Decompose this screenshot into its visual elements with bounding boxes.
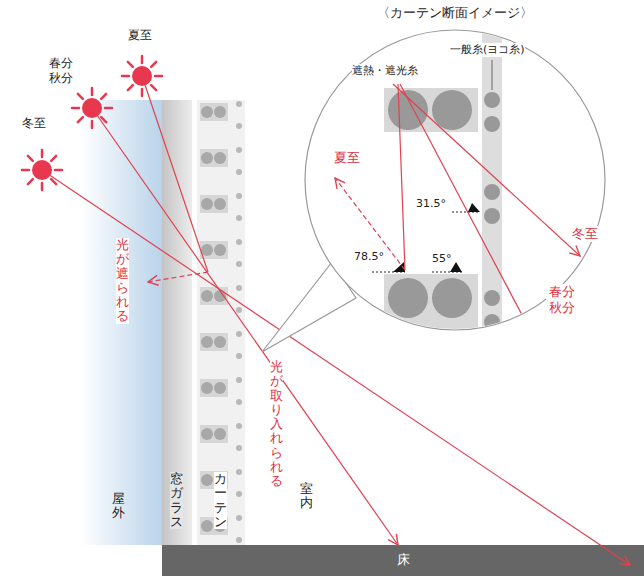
label: 春分 秋分 [46, 56, 76, 86]
reflected-ray [148, 272, 208, 282]
shade-thread [201, 428, 213, 440]
normal-thread [236, 147, 242, 153]
thread-block [384, 274, 478, 344]
normal-thread [236, 537, 242, 543]
normal-thread [236, 307, 242, 313]
normal-thread [236, 353, 242, 359]
thread-block [200, 425, 228, 443]
node-text: 〈カーテン断面イメージ〉 [377, 5, 533, 21]
outdoor-band: 屋外 [0, 100, 162, 545]
normal-thread [236, 285, 242, 291]
label: 78.5° [354, 250, 384, 264]
outdoor-ground [0, 100, 162, 545]
thread-block [200, 241, 228, 259]
curtain-threads [200, 101, 242, 543]
normal-threads [484, 92, 500, 330]
normal-thread [236, 331, 242, 337]
normal-thread [236, 377, 242, 383]
shade-thread [214, 152, 226, 164]
floor-bar: 床 [162, 545, 644, 576]
normal-thread [236, 491, 242, 497]
shade-thread [214, 106, 226, 118]
shade-thread [214, 244, 226, 256]
thread-block [200, 195, 228, 213]
thread-block [200, 149, 228, 167]
normal-thread [236, 239, 242, 245]
sun-symbol [72, 88, 112, 128]
curtain-band: カーテン [197, 100, 245, 545]
normal-thread [236, 399, 242, 405]
strip [482, 30, 502, 340]
summer-ray [142, 76, 208, 272]
shade-thread [201, 382, 213, 394]
sun-symbol [22, 150, 62, 190]
label: 室内 [300, 482, 313, 511]
leader-line [492, 60, 493, 90]
normal-thread [236, 101, 242, 107]
inset-section [335, 30, 580, 344]
normal-thread [236, 423, 242, 429]
shade-thread [201, 336, 213, 348]
shade-thread [201, 474, 213, 486]
shade-thread [214, 198, 226, 210]
shade-thread [201, 520, 213, 532]
label: 冬至 [572, 226, 598, 242]
normal-thread [236, 469, 242, 475]
thread-block [200, 333, 228, 351]
sun-symbol [122, 56, 162, 96]
normal-thread [236, 215, 242, 221]
window-glass [162, 100, 192, 545]
shade-thread [214, 336, 226, 348]
label: 夏至 [128, 28, 152, 43]
shade-thread [388, 278, 428, 318]
inset-circle [305, 30, 605, 330]
shade-thread [201, 152, 213, 164]
normal-thread [236, 515, 242, 521]
shade-thread [201, 198, 213, 210]
label: 31.5° [416, 197, 446, 211]
node-text: 床 [397, 552, 410, 568]
label: 光が遮られる [116, 238, 129, 324]
node-text: 屋外 [112, 492, 125, 521]
label: 夏至 [334, 150, 360, 166]
label: 春分 秋分 [546, 284, 578, 317]
angle-wedges [393, 203, 480, 272]
normal-thread [236, 193, 242, 199]
suns [22, 56, 162, 190]
reference-lines [372, 212, 480, 272]
normal-thread [236, 445, 242, 451]
normal-thread [236, 169, 242, 175]
label: 遮熱・遮光糸 [352, 64, 418, 78]
inset-rays [335, 84, 580, 330]
shade-thread [432, 90, 472, 130]
normal-thread [236, 261, 242, 267]
glass-band: 窓ガラス [162, 100, 192, 545]
shade-thread [432, 278, 472, 318]
label: 冬至 [22, 116, 46, 131]
thread-block [200, 103, 228, 121]
thread-block [200, 379, 228, 397]
shade-thread [214, 428, 226, 440]
shade-thread [201, 290, 213, 302]
node-text: カーテン [214, 472, 227, 529]
label: 55° [432, 252, 452, 266]
normal-thread [236, 123, 242, 129]
shade-thread [201, 106, 213, 118]
curtain-band [197, 100, 245, 545]
node-text: 窓ガラス [170, 472, 183, 529]
label: 光が取り入れられる [270, 360, 283, 489]
floor-bar [162, 545, 644, 576]
shade-thread [201, 244, 213, 256]
label: 一般糸(ヨコ糸) [450, 43, 525, 57]
shade-thread [214, 382, 226, 394]
